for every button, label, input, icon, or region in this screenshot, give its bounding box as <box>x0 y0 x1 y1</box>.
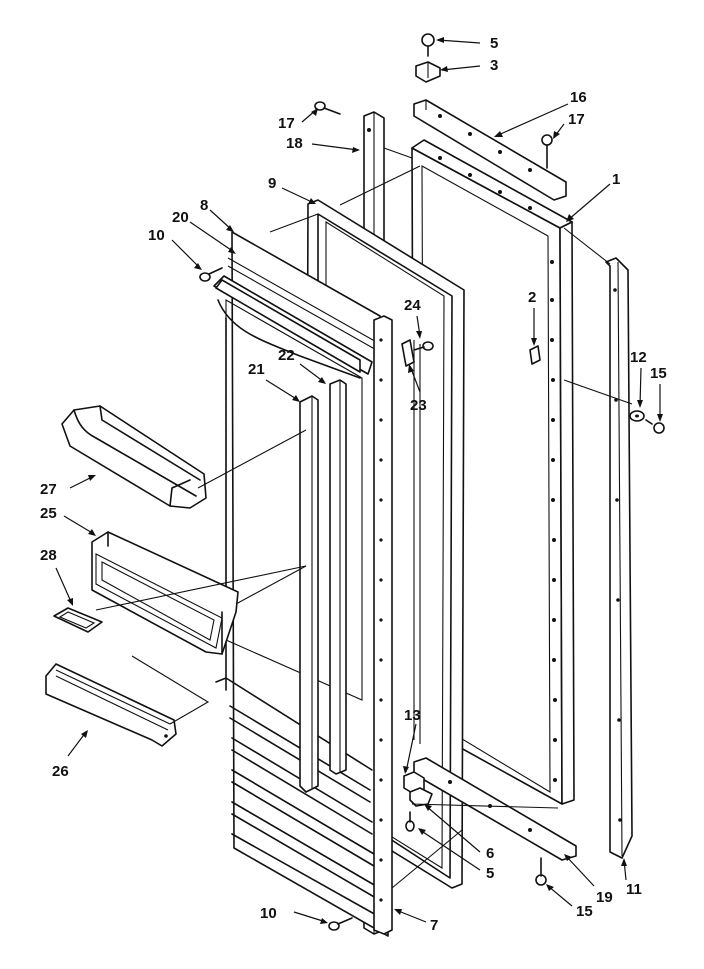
callout-20: 20 <box>172 209 189 226</box>
callout-19: 19 <box>596 889 613 906</box>
clip <box>529 345 541 365</box>
callout-26: 26 <box>52 763 69 780</box>
top-hinge-bracket <box>413 99 567 201</box>
hinge-screw-bottom <box>405 811 415 832</box>
screw-17-left <box>314 101 341 115</box>
callout-6: 6 <box>486 845 494 862</box>
callout-28: 28 <box>40 547 57 564</box>
callout-15-upper: 15 <box>650 365 667 382</box>
callout-13: 13 <box>404 707 421 724</box>
screw-15-lower <box>535 857 547 886</box>
shelf-stop <box>401 339 415 367</box>
callout-24: 24 <box>404 297 421 314</box>
callout-7: 7 <box>430 917 438 934</box>
callout-17-left: 17 <box>278 115 295 132</box>
callout-22: 22 <box>278 347 295 364</box>
bottom-hinge <box>403 771 433 807</box>
callout-12: 12 <box>630 349 647 366</box>
callout-25: 25 <box>40 505 57 522</box>
callout-9: 9 <box>268 175 276 192</box>
liner-bottom-ribs <box>229 705 379 917</box>
door-side-panel <box>605 257 633 859</box>
callout-10-lower: 10 <box>260 905 277 922</box>
bin-front-cover <box>45 663 177 747</box>
callout-18: 18 <box>286 135 303 152</box>
callout-labels: 5 3 16 17 17 18 1 9 8 20 10 2 24 22 21 1… <box>40 35 667 934</box>
screw-15-upper <box>645 419 665 434</box>
callout-11: 11 <box>626 881 642 898</box>
shelf-support-right <box>329 379 347 775</box>
door-storage-bin <box>91 531 239 655</box>
callout-23: 23 <box>410 397 427 414</box>
assembly-lines <box>95 147 633 889</box>
screw-10-upper <box>199 267 223 282</box>
callout-17-right: 17 <box>568 111 585 128</box>
callout-27: 27 <box>40 481 57 498</box>
callout-21: 21 <box>248 361 265 378</box>
callout-5-top: 5 <box>490 35 498 52</box>
washer <box>629 410 645 422</box>
callout-10-upper: 10 <box>148 227 165 244</box>
callout-1: 1 <box>612 171 620 188</box>
callout-5-bottom: 5 <box>486 865 494 882</box>
callout-2: 2 <box>528 289 536 306</box>
hinge-side-seal <box>373 315 393 935</box>
screw-10-lower <box>328 917 353 931</box>
bin-insert <box>53 607 103 633</box>
screw-24 <box>413 341 434 351</box>
callout-3: 3 <box>490 57 498 74</box>
door-shelf-bin <box>61 405 207 509</box>
callout-15-lower: 15 <box>576 903 593 920</box>
top-hinge <box>415 61 441 83</box>
screw-17-right <box>541 134 553 169</box>
callout-16: 16 <box>570 89 587 106</box>
leader-arrows <box>55 37 663 924</box>
shelf-support-left <box>299 395 319 793</box>
callout-8: 8 <box>200 197 208 214</box>
hinge-screw-top <box>421 33 435 57</box>
